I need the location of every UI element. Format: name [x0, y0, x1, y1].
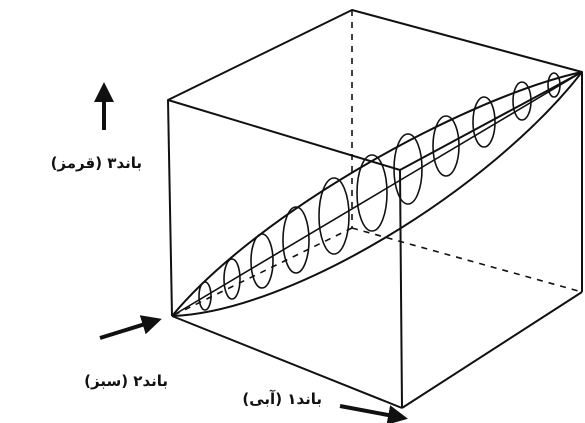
cross-section-6 — [356, 154, 388, 232]
cross-section-4 — [282, 206, 310, 274]
hidden-edge-right — [351, 227, 583, 293]
ellipsoid — [171, 71, 583, 317]
ellipsoid-upper-contour — [171, 71, 583, 317]
band1-label: باند۱ (آبی) — [242, 390, 322, 408]
band2-label: باند۲ (سبز) — [84, 372, 168, 390]
cross-section-10 — [512, 81, 532, 121]
ellipsoid-cross-sections — [198, 72, 561, 311]
cross-section-8 — [432, 115, 460, 177]
cross-section-2 — [223, 258, 241, 300]
cross-section-5 — [318, 177, 350, 255]
cross-section-11 — [547, 72, 561, 98]
ellipsoid-major-axis — [171, 71, 583, 317]
cube-hidden-edges — [171, 10, 583, 317]
band1-arrow-icon — [339, 404, 408, 423]
cross-section-1 — [198, 281, 212, 311]
cross-section-7 — [393, 133, 423, 205]
cross-section-9 — [472, 96, 496, 148]
band3-label: باند۳ (قرمز) — [51, 154, 142, 172]
cube-bottom-front-edge — [171, 315, 403, 409]
ellipsoid-lower-contour — [171, 71, 583, 317]
cube-visible-edges — [167, 9, 583, 409]
cube-front-left-edge — [167, 99, 173, 317]
cross-section-3 — [250, 233, 274, 289]
hidden-edge-left — [171, 227, 353, 317]
cube-bottom-right-edge — [401, 291, 583, 409]
cube-front-edge — [399, 169, 403, 409]
band2-arrow-icon — [99, 315, 162, 340]
